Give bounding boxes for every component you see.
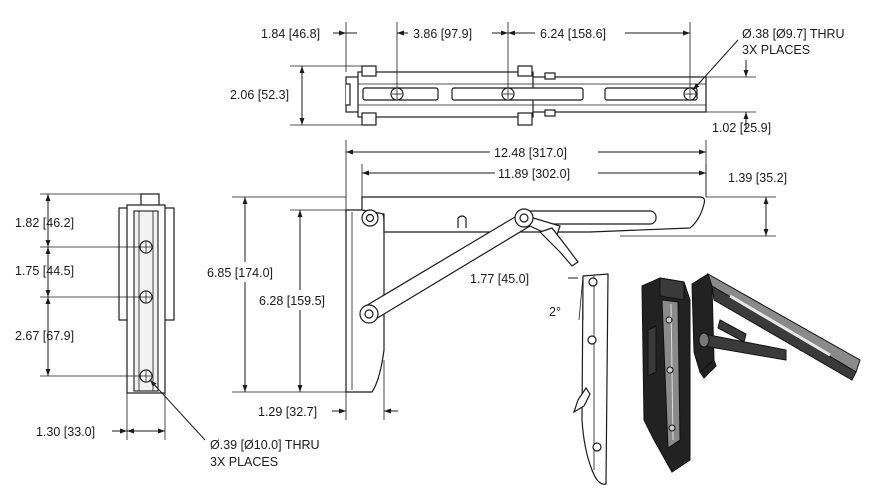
top-hole-2 [501, 87, 515, 101]
dim-top-hole-spacing-1: 3.86 [97.9] [413, 27, 472, 41]
folded-pin-2 [587, 335, 597, 345]
dim-arm-height: 1.39 [35.2] [728, 171, 787, 185]
dim-side-hole-spacing-2: 2.67 [67.9] [15, 329, 74, 343]
top-hole-note-line1: Ø.38 [Ø9.7] THRU [742, 27, 845, 41]
dim-side-top-offset: 1.82 [46.2] [15, 216, 74, 230]
pin-top-left [361, 209, 379, 227]
dim-overall-length: 12.48 [317.0] [494, 146, 567, 160]
top-hole-1 [390, 87, 404, 101]
side-view: 1.82 [46.2] 1.75 [44.5] 2.67 [67.9] 1.30… [15, 193, 320, 469]
pin-top-brace [514, 208, 534, 228]
dim-side-hole-spacing-1: 1.75 [44.5] [15, 264, 74, 278]
folded-pin-3 [592, 442, 602, 452]
pin-bottom-brace [359, 304, 379, 324]
iso-render-open [691, 272, 861, 381]
front-view: 12.48 [317.0] 11.89 [302.0] 1.39 [35.2] … [207, 140, 787, 420]
iso-render-folded [641, 277, 691, 473]
side-hole-2 [139, 290, 153, 304]
folded-view: 1.77 [45.0] 2° [470, 272, 609, 485]
dim-mount-height: 6.28 [159.5] [259, 294, 325, 308]
dim-top-hole-spacing-2: 6.24 [158.6] [540, 27, 606, 41]
side-hole-note-line2: 3X PLACES [210, 455, 278, 469]
top-hole-note-line2: 3X PLACES [742, 43, 810, 57]
side-hole-1 [139, 240, 153, 254]
dim-fold-angle: 2° [549, 305, 561, 319]
top-view: 1.84 [46.8] 3.86 [97.9] 6.24 [158.6] Ø.3… [230, 22, 845, 135]
dim-side-width: 1.30 [33.0] [36, 425, 95, 439]
dim-overall-height: 6.85 [174.0] [207, 266, 273, 280]
dim-brace-angle: 1.77 [45.0] [470, 272, 529, 286]
side-hole-note-line1: Ø.39 [Ø10.0] THRU [210, 438, 320, 452]
folded-pin-1 [588, 277, 598, 287]
dim-top-rail-height: 1.02 [25.9] [712, 121, 771, 135]
dim-top-left-offset: 1.84 [46.8] [261, 27, 320, 41]
dim-top-width: 2.06 [52.3] [230, 88, 289, 102]
top-hole-3 [683, 87, 697, 101]
dim-mount-depth: 1.29 [32.7] [258, 405, 317, 419]
dim-arm-length: 11.89 [302.0] [498, 167, 570, 181]
